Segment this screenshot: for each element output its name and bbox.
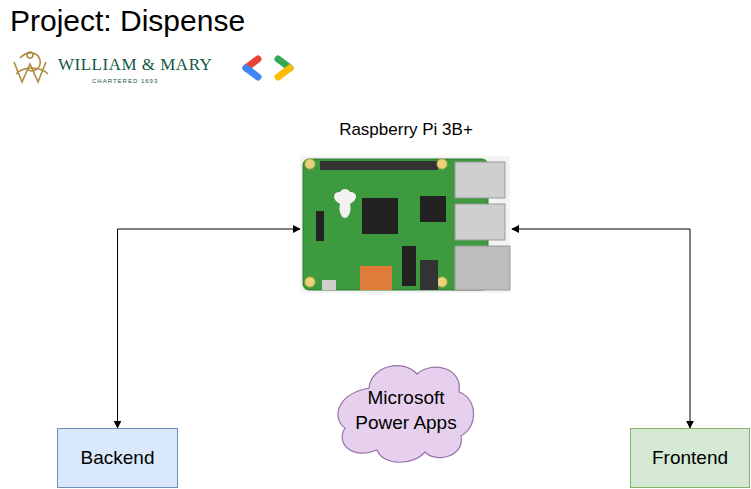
process-box: Frontend [630,428,750,488]
device-node: Raspberry Pi 3B+ [300,118,512,294]
arrow-connector [118,229,301,428]
diagram-title: Project: Dispense [10,4,245,38]
arrow-connector [512,229,690,428]
cloud-outline [333,356,479,466]
node-text: Backend [81,447,155,469]
device-heading: Raspberry Pi 3B+ [300,120,512,140]
node-text: Microsoft Power Apps [350,386,462,435]
process-box: Backend [57,428,178,488]
cloud-shape: Microsoft Power Apps [333,356,479,466]
charter-note: CHARTERED 1693 [92,78,158,84]
cipher-logo [14,52,48,82]
dev-logo [246,59,290,77]
node-text: Frontend [652,447,728,469]
raspberry-pi-board [300,156,512,294]
institution-name: WILLIAM & MARY [58,55,212,75]
